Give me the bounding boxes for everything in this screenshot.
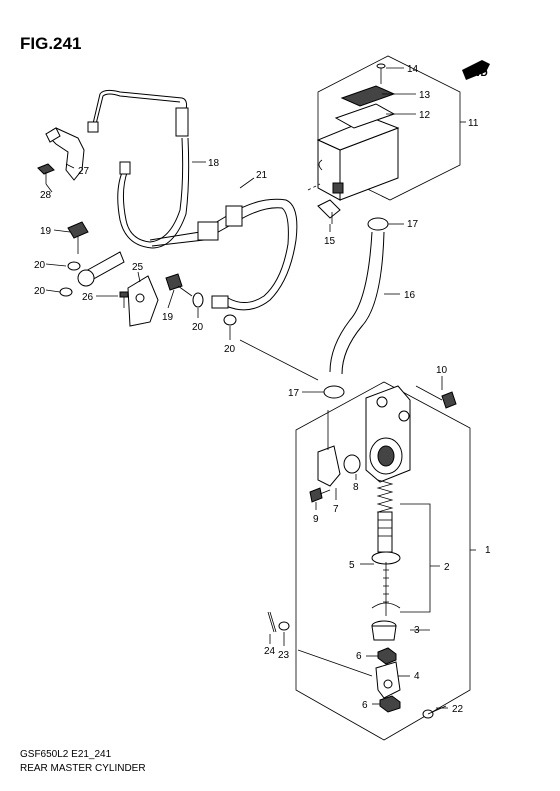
- master-cylinder-group-outline: [295, 381, 471, 741]
- circlip: [371, 602, 401, 609]
- callout-15: 15: [324, 236, 336, 247]
- callout-16: 16: [404, 290, 416, 301]
- washer-20d: [223, 314, 237, 326]
- bracket-bolt: [37, 163, 55, 184]
- push-rod: [383, 562, 389, 616]
- figure-caption: REAR MASTER CYLINDER: [20, 763, 146, 774]
- reservoir-tank: [316, 117, 400, 201]
- o-ring: [343, 454, 361, 474]
- figure-code: GSF650L2 E21_241: [20, 749, 112, 760]
- callout-2: 2: [444, 562, 450, 573]
- callout-22: 22: [452, 704, 464, 715]
- callout-26: 26: [82, 292, 94, 303]
- washer-20a: [67, 261, 81, 271]
- cotter-pin: [267, 611, 277, 633]
- hose-clamp-top: [367, 217, 389, 231]
- callout-25: 25: [132, 262, 144, 273]
- callout-27: 27: [78, 166, 90, 177]
- callout-28: 28: [40, 190, 52, 201]
- callout-20b: 20: [34, 286, 46, 297]
- rod-boot: [371, 620, 397, 641]
- callout-3: 3: [414, 625, 420, 636]
- union-bracket: [127, 275, 159, 327]
- washer-20b: [59, 287, 73, 297]
- callout-24: 24: [264, 646, 276, 657]
- banjo-bolt-right: [165, 273, 193, 297]
- banjo-bolt-left: [67, 221, 89, 254]
- callout-20c: 20: [192, 322, 204, 333]
- callout-20d: 20: [224, 344, 236, 355]
- callout-4: 4: [414, 671, 420, 682]
- assembly-guide-line: [297, 649, 373, 677]
- connector-screw: [309, 487, 331, 503]
- reservoir-hose: [329, 231, 385, 375]
- callout-11: 11: [468, 118, 479, 129]
- callout-7: 7: [333, 504, 339, 515]
- callout-20a: 20: [34, 260, 46, 271]
- callout-18: 18: [208, 158, 220, 169]
- piston: [377, 511, 393, 553]
- callout-14: 14: [407, 64, 419, 75]
- fwd-arrow-icon: FWD: [462, 60, 490, 80]
- cap-screw: [376, 63, 386, 84]
- callout-6a: 6: [356, 651, 362, 662]
- mounting-bolt: [415, 385, 457, 409]
- brake-hose-lower: [149, 198, 298, 311]
- callout-8: 8: [353, 482, 359, 493]
- washer-23: [278, 621, 290, 631]
- callout-12: 12: [419, 110, 431, 121]
- leader-lines: [45, 67, 476, 709]
- clevis: [375, 661, 401, 699]
- master-cylinder-body: [365, 385, 411, 483]
- callout-1: 1: [485, 545, 491, 556]
- fwd-label: FWD: [465, 68, 488, 79]
- return-spring: [376, 479, 394, 517]
- clevis-pin: [422, 705, 447, 719]
- hose-bracket: [45, 127, 85, 181]
- reservoir-plate: [340, 85, 396, 107]
- figure-title: FIG.241: [20, 34, 82, 53]
- callout-19a: 19: [40, 226, 52, 237]
- hose-clamp-bottom: [323, 385, 345, 399]
- callout-9: 9: [313, 514, 319, 525]
- callout-19b: 19: [162, 312, 174, 323]
- callout-5: 5: [349, 560, 355, 571]
- callout-21: 21: [256, 170, 268, 181]
- washer-20c: [192, 292, 204, 308]
- callout-23: 23: [278, 650, 290, 661]
- callout-13: 13: [419, 90, 431, 101]
- inlet-connector: [317, 410, 341, 487]
- callout-17b: 17: [288, 388, 300, 399]
- callout-labels: 1 2 3 4 5 6 6 7 8 9 10 11 12 13 14 15 16…: [34, 64, 491, 715]
- union-screw: [119, 291, 129, 308]
- lock-nut-lower: [379, 695, 401, 713]
- banjo-union: [77, 251, 125, 287]
- brake-hose-upper: [87, 89, 190, 249]
- lock-nut-upper: [377, 647, 397, 665]
- callout-6b: 6: [362, 700, 368, 711]
- callout-10: 10: [436, 365, 448, 376]
- callout-17a: 17: [407, 219, 419, 230]
- reservoir-fitting: [317, 199, 341, 224]
